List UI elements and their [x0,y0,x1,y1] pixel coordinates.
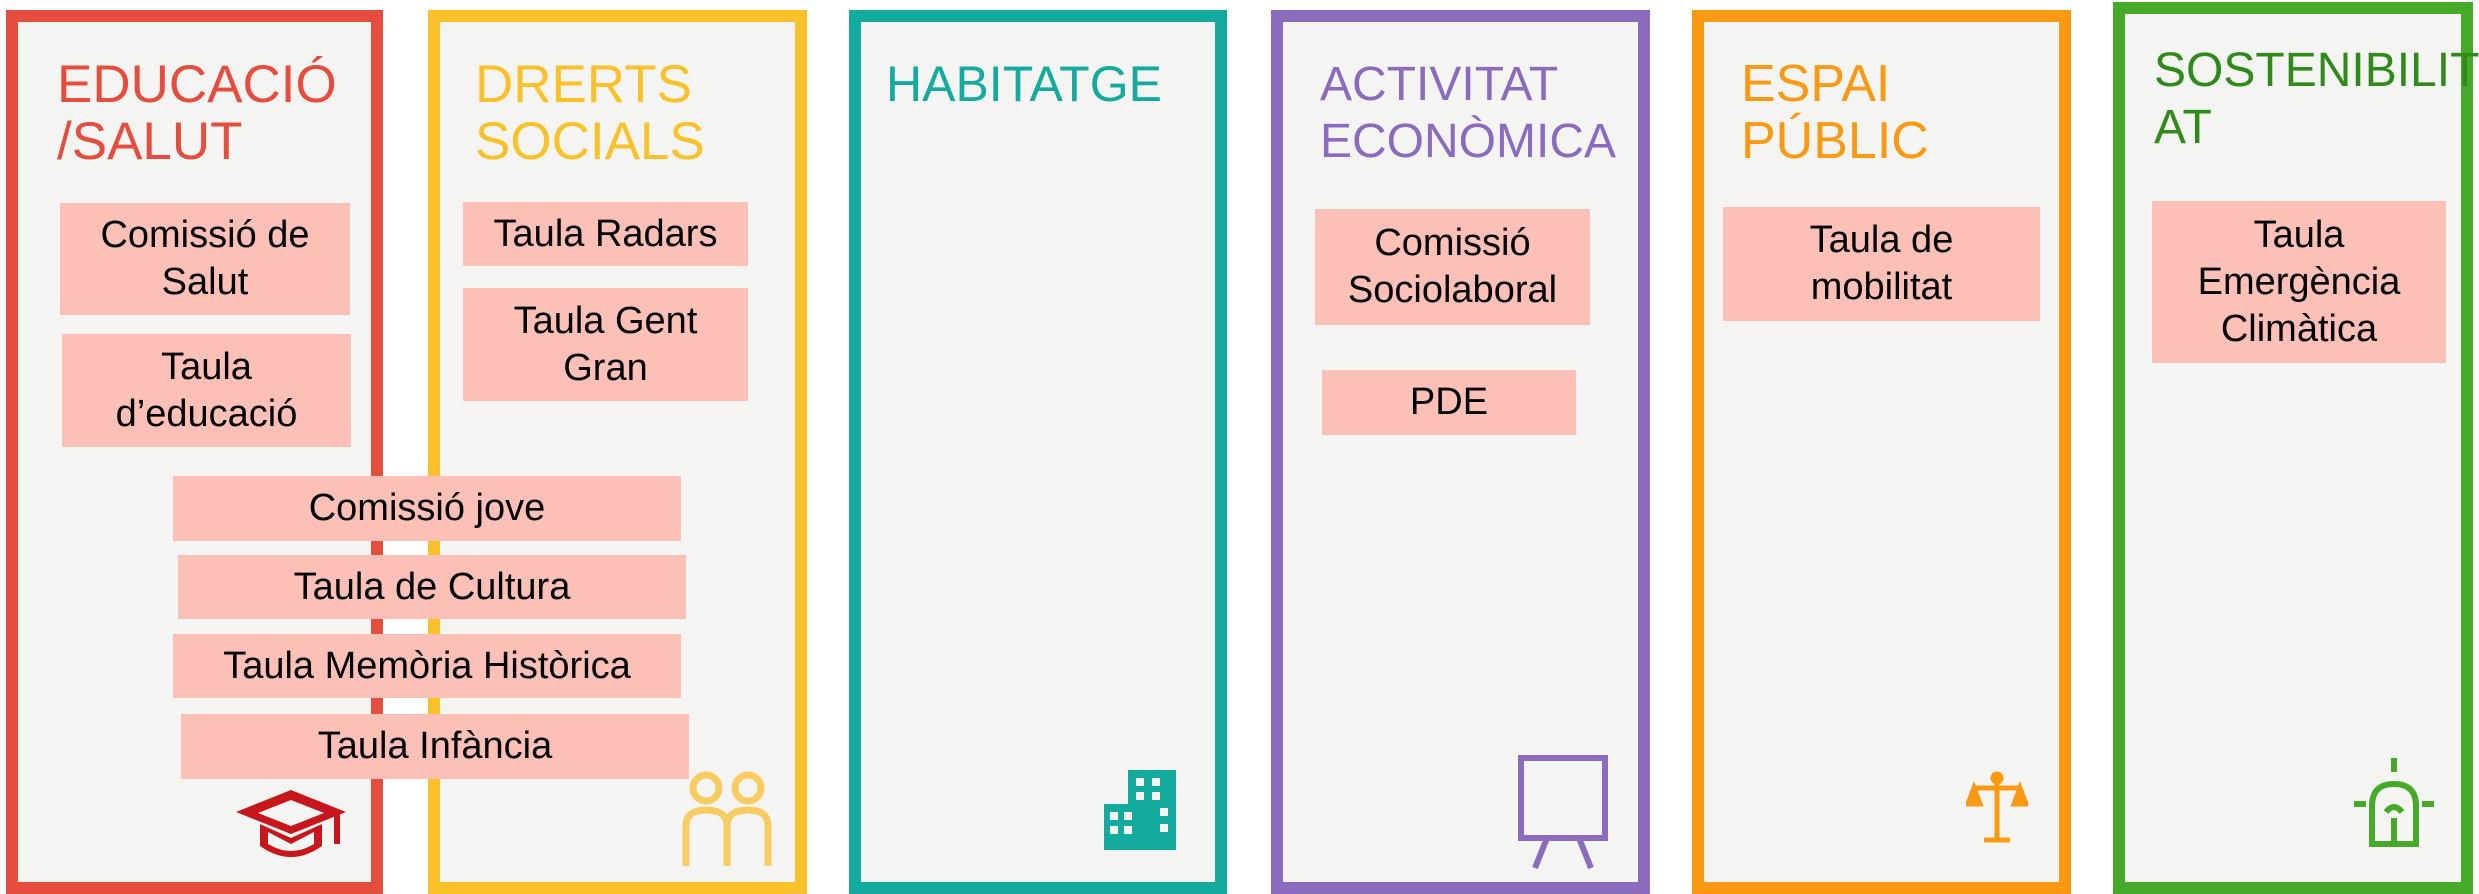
column-title-drets-socials: DRERTS SOCIALS [475,55,705,171]
column-title-espai-public: ESPAI PÚBLIC [1741,55,1929,170]
column-title-sostenibilitat: SOSTENIBILIT AT [2154,44,2479,154]
item-comissio-salut: Comissió de Salut [60,203,350,315]
column-title-educacio-salut: EDUCACIÓ /SALUT [57,55,337,171]
item-taula-gent-gran: Taula Gent Gran [463,288,748,401]
presentation-board-icon [1515,752,1611,872]
eco-bulb-icon [2350,756,2438,848]
column-activitat-economica [1271,10,1650,894]
item-taula-emergencia-climatica: Taula Emergència Climàtica [2152,201,2446,363]
column-sostenibilitat [2113,2,2473,894]
buildings-icon [1102,768,1178,852]
item-taula-mobilitat: Taula de mobilitat [1723,207,2040,321]
column-title-habitatge: HABITATGE [886,56,1162,112]
shared-item-taula-memoria-historica: Taula Memòria Històrica [173,634,681,698]
item-taula-educacio: Taula d’educació [62,334,351,447]
item-comissio-sociolaboral: Comissió Sociolaboral [1315,209,1590,325]
shared-item-taula-cultura: Taula de Cultura [178,555,686,619]
scales-icon [1966,770,2028,844]
shared-item-comissio-jove: Comissió jove [173,476,681,541]
shared-item-taula-infancia: Taula Infància [181,714,689,779]
graduation-cap-icon [232,786,350,866]
item-pde: PDE [1322,370,1576,435]
people-icon [682,770,772,867]
column-habitatge [849,10,1227,894]
item-taula-radars: Taula Radars [463,202,748,266]
column-title-activitat-economica: ACTIVITAT ECONÒMICA [1320,58,1617,168]
column-espai-public [1692,10,2071,894]
